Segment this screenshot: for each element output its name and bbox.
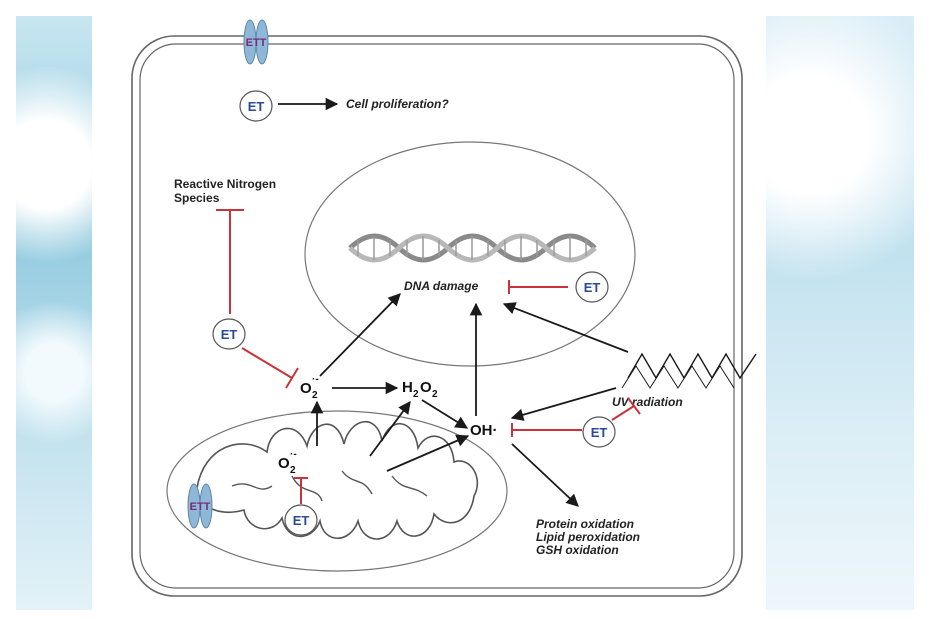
- arrow-superoxide-dna: [319, 293, 401, 377]
- h2o2-sub2: 2: [432, 389, 438, 400]
- arrow-uv-oh: [510, 387, 617, 421]
- arrow-mito-oh: [386, 434, 470, 472]
- cell-membrane-outer: [131, 35, 743, 597]
- h2o2-h: H: [402, 379, 413, 396]
- rns-label-line2: Species: [174, 191, 220, 205]
- arrow-oh-outcomes: [511, 443, 579, 507]
- dna-helix-icon: [348, 233, 597, 263]
- et-label: ET: [248, 99, 265, 114]
- et-node-mito: ET: [284, 504, 318, 536]
- arrow-h2o2-oh: [421, 399, 469, 429]
- et-node-left: ET: [212, 318, 246, 350]
- inhibit-line-superoxide: [241, 347, 293, 379]
- superoxide-o: O: [300, 380, 312, 397]
- diagram-svg: ETT ETT ET Cell proliferation? Reactive …: [131, 19, 757, 597]
- transporter-icon: ETT: [187, 483, 213, 529]
- h2o2-label: H 2 O 2: [402, 379, 438, 400]
- hydroxyl-radical-label: OH·: [470, 422, 498, 439]
- uv-wave-icon: [627, 352, 757, 380]
- et-node-top: ET: [239, 90, 273, 122]
- uv-radiation-label: UV radiation: [612, 395, 683, 409]
- et-node-right: ET: [582, 416, 616, 448]
- dna-damage-label: DNA damage: [404, 279, 479, 293]
- mitochondrion-icon: [166, 410, 508, 572]
- uv-wave-icon: [621, 365, 735, 389]
- ett-label-bottom: ETT: [190, 501, 211, 513]
- ett-label-top: ETT: [246, 37, 267, 49]
- superoxide-sup: ·-: [312, 374, 319, 385]
- et-label: ET: [293, 513, 310, 528]
- arrow-mito-h2o2: [369, 400, 411, 457]
- outcome-protein-oxidation: Protein oxidation: [536, 517, 634, 531]
- et-label: ET: [591, 425, 608, 440]
- mito-superoxide-label: O 2 ·-: [278, 449, 297, 476]
- cell-proliferation-label: Cell proliferation?: [346, 97, 449, 111]
- nucleus: [304, 141, 636, 367]
- arrow-uv-dna: [502, 302, 629, 353]
- inhibit-bar-uv: [627, 397, 641, 415]
- inhibit-bar-superoxide: [285, 367, 299, 389]
- transporter-icon: ETT: [243, 19, 269, 65]
- left-background-panel: [16, 16, 92, 610]
- rns-label-line1: Reactive Nitrogen: [174, 177, 276, 191]
- inhibit-line-uv: [611, 405, 635, 421]
- et-label: ET: [584, 280, 601, 295]
- superoxide-label: O 2 ·-: [300, 374, 319, 401]
- h2o2-o: O: [420, 379, 432, 396]
- mito-superoxide-sup: ·-: [290, 449, 297, 460]
- et-node-nucleus: ET: [575, 271, 609, 303]
- outcome-gsh-oxidation: GSH oxidation: [536, 543, 619, 557]
- superoxide-sub: 2: [312, 390, 318, 401]
- mito-superoxide-sub: 2: [290, 465, 296, 476]
- cell-membrane-inner: [139, 43, 735, 589]
- et-label: ET: [221, 327, 238, 342]
- mito-superoxide-o: O: [278, 455, 290, 472]
- outcome-lipid-peroxidation: Lipid peroxidation: [536, 530, 640, 544]
- right-background-panel: [766, 16, 914, 610]
- h2o2-sub1: 2: [413, 389, 419, 400]
- ergothioneine-pathway-diagram: ETT ETT ET Cell proliferation? Reactive …: [92, 16, 766, 610]
